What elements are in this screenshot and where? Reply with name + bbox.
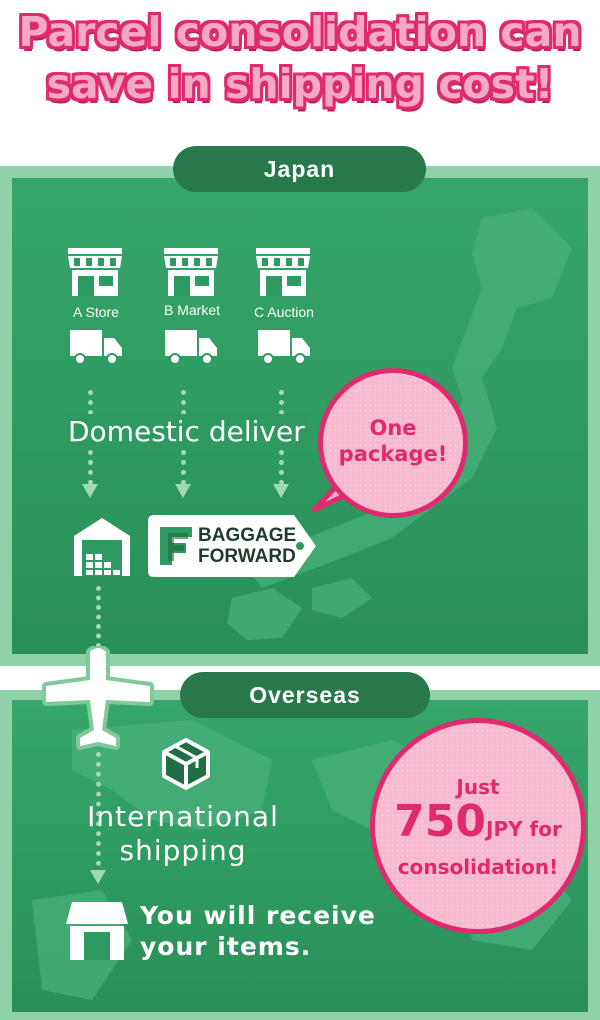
arrow-down-icon <box>90 870 106 884</box>
arrow-down-icon <box>175 484 191 498</box>
price-amount: 750 <box>394 796 486 847</box>
japan-map-silhouette <box>227 208 572 640</box>
baggage-forward-tag: BAGGAGE FORWARD <box>148 515 318 577</box>
store-icon <box>164 248 218 296</box>
box-icon <box>162 738 210 790</box>
arrow-down-icon <box>82 484 98 498</box>
headline-line-1: Parcel consolidation can <box>18 8 582 56</box>
intl-line-2: shipping <box>119 834 247 867</box>
store-b-label: B Market <box>163 302 220 318</box>
brand-line-1: BAGGAGE <box>198 525 297 546</box>
store-c: C Auction <box>254 244 314 320</box>
domestic-delivery-label: Domestic deliver <box>68 414 308 450</box>
price-unit: JPY for <box>486 817 562 841</box>
airplane-icon <box>42 646 154 750</box>
brand-line-2: FORWARD <box>198 546 296 567</box>
store-c-label: C Auction <box>254 304 314 320</box>
pill-japan: Japan <box>173 146 426 192</box>
store-b: B Market <box>162 244 222 318</box>
receive-text: You will receive your items. <box>140 900 376 962</box>
arrow-down-icon <box>273 484 289 498</box>
bubble-line-1: One <box>369 416 417 440</box>
store-a: A Store <box>66 244 126 320</box>
dotted-line <box>96 752 101 866</box>
headline-line-2: save in shipping cost! <box>46 60 554 108</box>
store-icon <box>256 248 310 296</box>
warehouse-icon <box>74 518 130 576</box>
baggage-forward-logo-icon <box>160 527 192 565</box>
price-bubble: Just 750JPY for consolidation! <box>370 718 586 934</box>
truck-icon <box>165 330 217 365</box>
store-a-label: A Store <box>73 304 119 320</box>
price-line: 750JPY for <box>375 799 581 854</box>
headline: Parcel consolidation can save in shippin… <box>0 0 600 110</box>
truck-icon <box>70 330 122 365</box>
dotted-line <box>96 586 101 648</box>
store-icon <box>68 248 122 296</box>
receiver-store-icon <box>66 902 128 960</box>
pill-overseas: Overseas <box>180 672 430 718</box>
one-package-bubble: One package! <box>318 368 468 518</box>
price-line-2: consolidation! <box>397 855 559 879</box>
receive-line-2: your items. <box>140 932 312 961</box>
price-just: Just <box>456 775 500 799</box>
international-shipping-label: International shipping <box>60 800 306 868</box>
receive-line-1: You will receive <box>140 901 376 930</box>
intl-line-1: International <box>87 800 279 833</box>
bubble-line-2: package! <box>338 442 448 466</box>
truck-icon <box>258 330 310 365</box>
